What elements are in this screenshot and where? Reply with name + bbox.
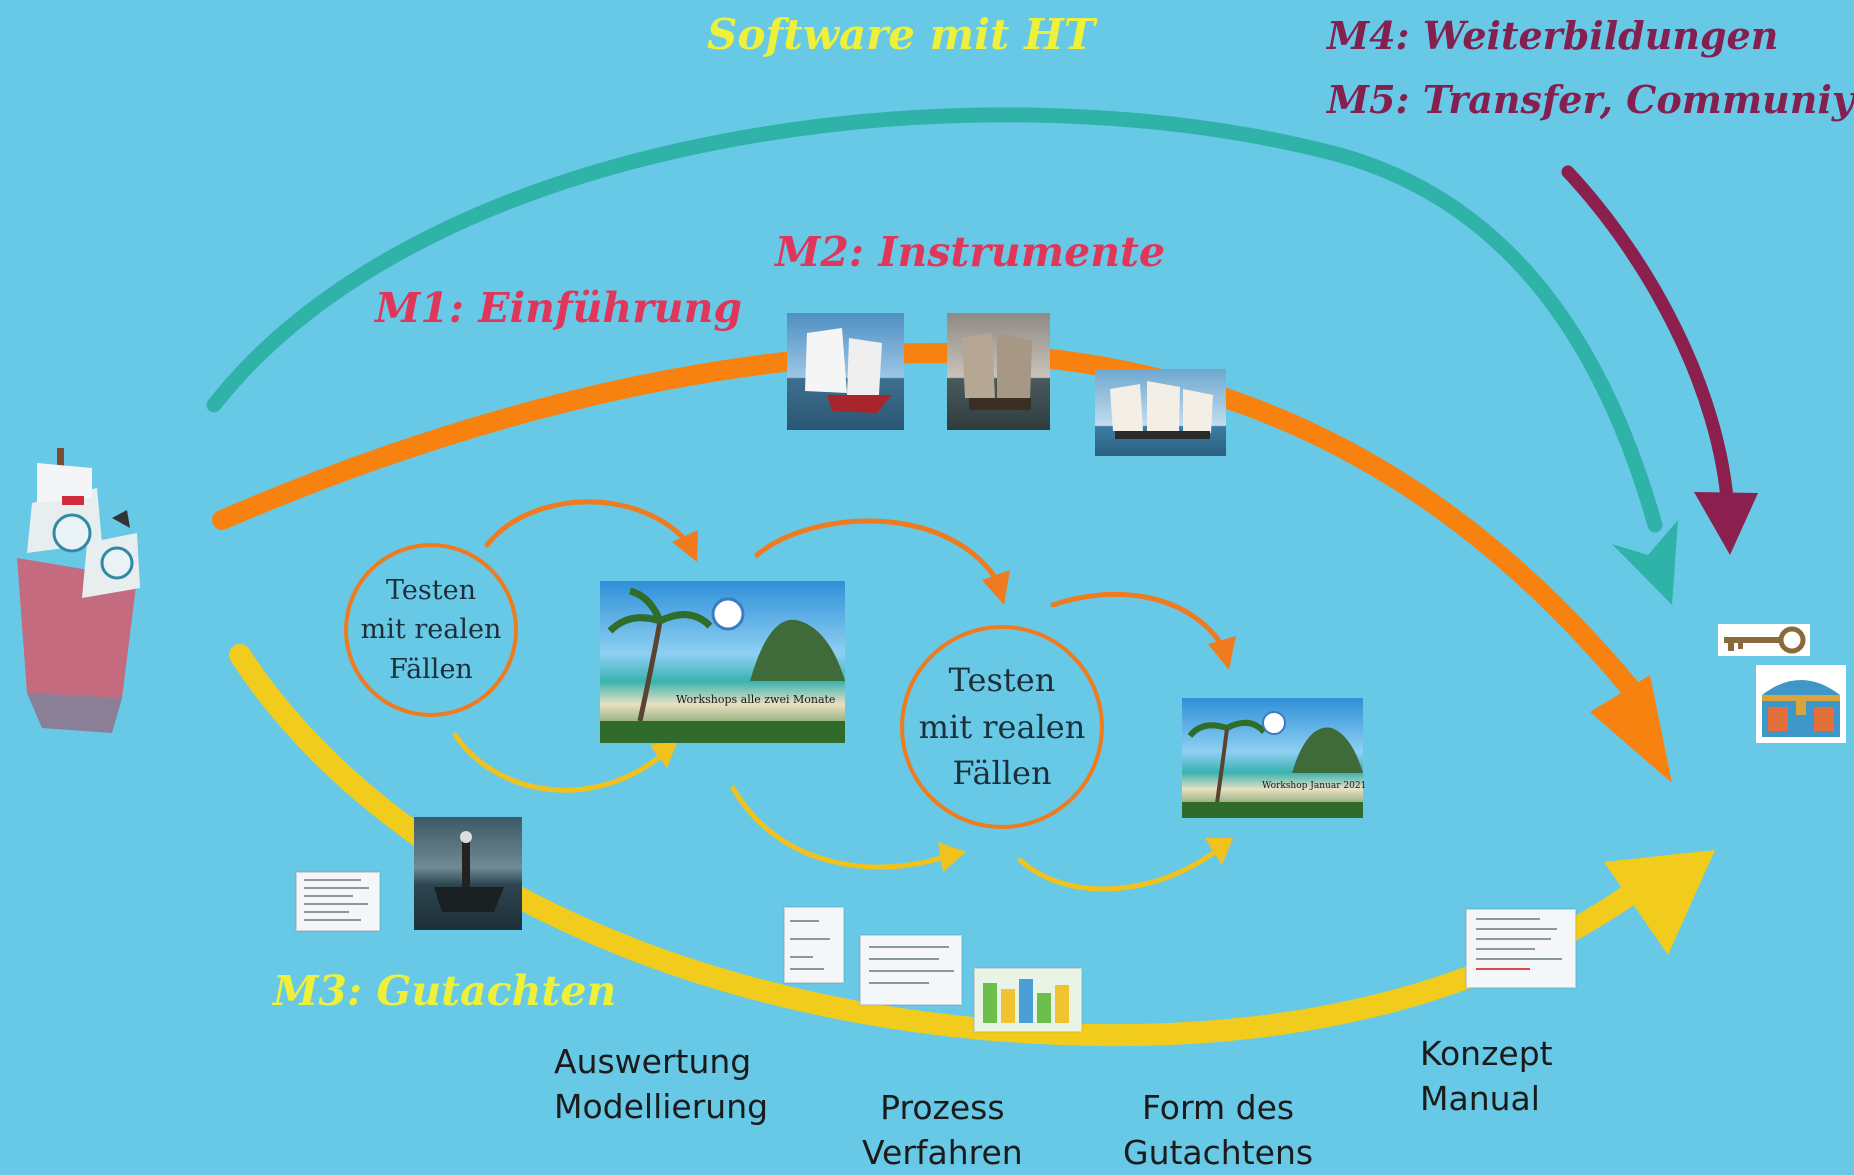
testen-circle-2: Testen mit realen Fällen	[900, 625, 1104, 829]
konzept-label: Konzept Manual	[1420, 1032, 1553, 1121]
m4-m5-maroon-arrow	[1561, 165, 1735, 517]
document-thumbnail-2	[1466, 909, 1576, 988]
orange-arrowhead	[1590, 675, 1672, 783]
auswertung-line-2: Modellierung	[554, 1086, 769, 1126]
workshop-photo-1: Workshops alle zwei Monate	[600, 581, 845, 743]
document-thumbnail-1	[296, 872, 380, 931]
software-arc-arrowhead	[1612, 520, 1678, 605]
storm-ship-photo	[414, 817, 522, 930]
ship-photo-2	[947, 313, 1050, 430]
form-line-2: Gutachtens	[1123, 1132, 1314, 1172]
pirate-ship-icon	[17, 448, 140, 733]
yellow-arrowhead	[1604, 850, 1715, 955]
circle-1-line-1: Testen	[386, 575, 476, 607]
prozess-label: Prozess Verfahren	[862, 1086, 1023, 1175]
inner-yellow-arrowheads	[650, 740, 1233, 872]
workshop-1-caption: Workshops alle zwei Monate	[676, 693, 836, 706]
key-icon	[1718, 624, 1810, 656]
ship-photo-1	[787, 313, 904, 430]
form-line-1: Form des	[1142, 1088, 1295, 1127]
prozess-line-2: Verfahren	[862, 1132, 1023, 1172]
prozess-line-1: Prozess	[880, 1088, 1005, 1127]
m1-label: M1: Einführung	[375, 284, 743, 332]
konzept-line-1: Konzept	[1420, 1034, 1553, 1073]
circle-2-line-2: mit realen	[918, 707, 1086, 746]
testen-circle-1: Testen mit realen Fällen	[344, 543, 518, 717]
circle-1-line-3: Fällen	[389, 653, 473, 685]
inner-yellow-arrows	[452, 732, 1223, 892]
circle-2-line-3: Fällen	[952, 754, 1052, 793]
chart-thumbnail	[974, 968, 1082, 1032]
auswertung-label: Auswertung Modellierung	[554, 1040, 768, 1129]
m4-label: M4: Weiterbildungen	[1327, 13, 1779, 58]
sketch-thumbnail-1	[784, 907, 844, 983]
m2-label: M2: Instrumente	[775, 228, 1166, 276]
workshop-photo-2: Workshop Januar 2021	[1182, 698, 1367, 818]
auswertung-line-1: Auswertung	[554, 1042, 752, 1081]
inner-orange-arrows	[484, 499, 1228, 653]
circle-2-line-1: Testen	[948, 661, 1056, 700]
form-label: Form des Gutachtens	[1123, 1086, 1313, 1175]
konzept-line-2: Manual	[1420, 1078, 1540, 1118]
software-arc-arrow	[206, 107, 1663, 533]
ship-photo-3	[1095, 369, 1226, 456]
inner-orange-arrowheads	[672, 530, 1236, 670]
software-label: Software mit HT	[707, 10, 1096, 59]
maroon-arrowhead	[1694, 492, 1758, 555]
workshop-2-caption: Workshop Januar 2021	[1262, 781, 1367, 791]
m3-label: M3: Gutachten	[273, 967, 617, 1015]
circle-1-line-2: mit realen	[360, 614, 502, 646]
m5-label: M5: Transfer, Communiy	[1327, 77, 1854, 122]
sketch-thumbnail-2	[860, 935, 962, 1005]
treasure-chest-icon	[1756, 665, 1846, 743]
